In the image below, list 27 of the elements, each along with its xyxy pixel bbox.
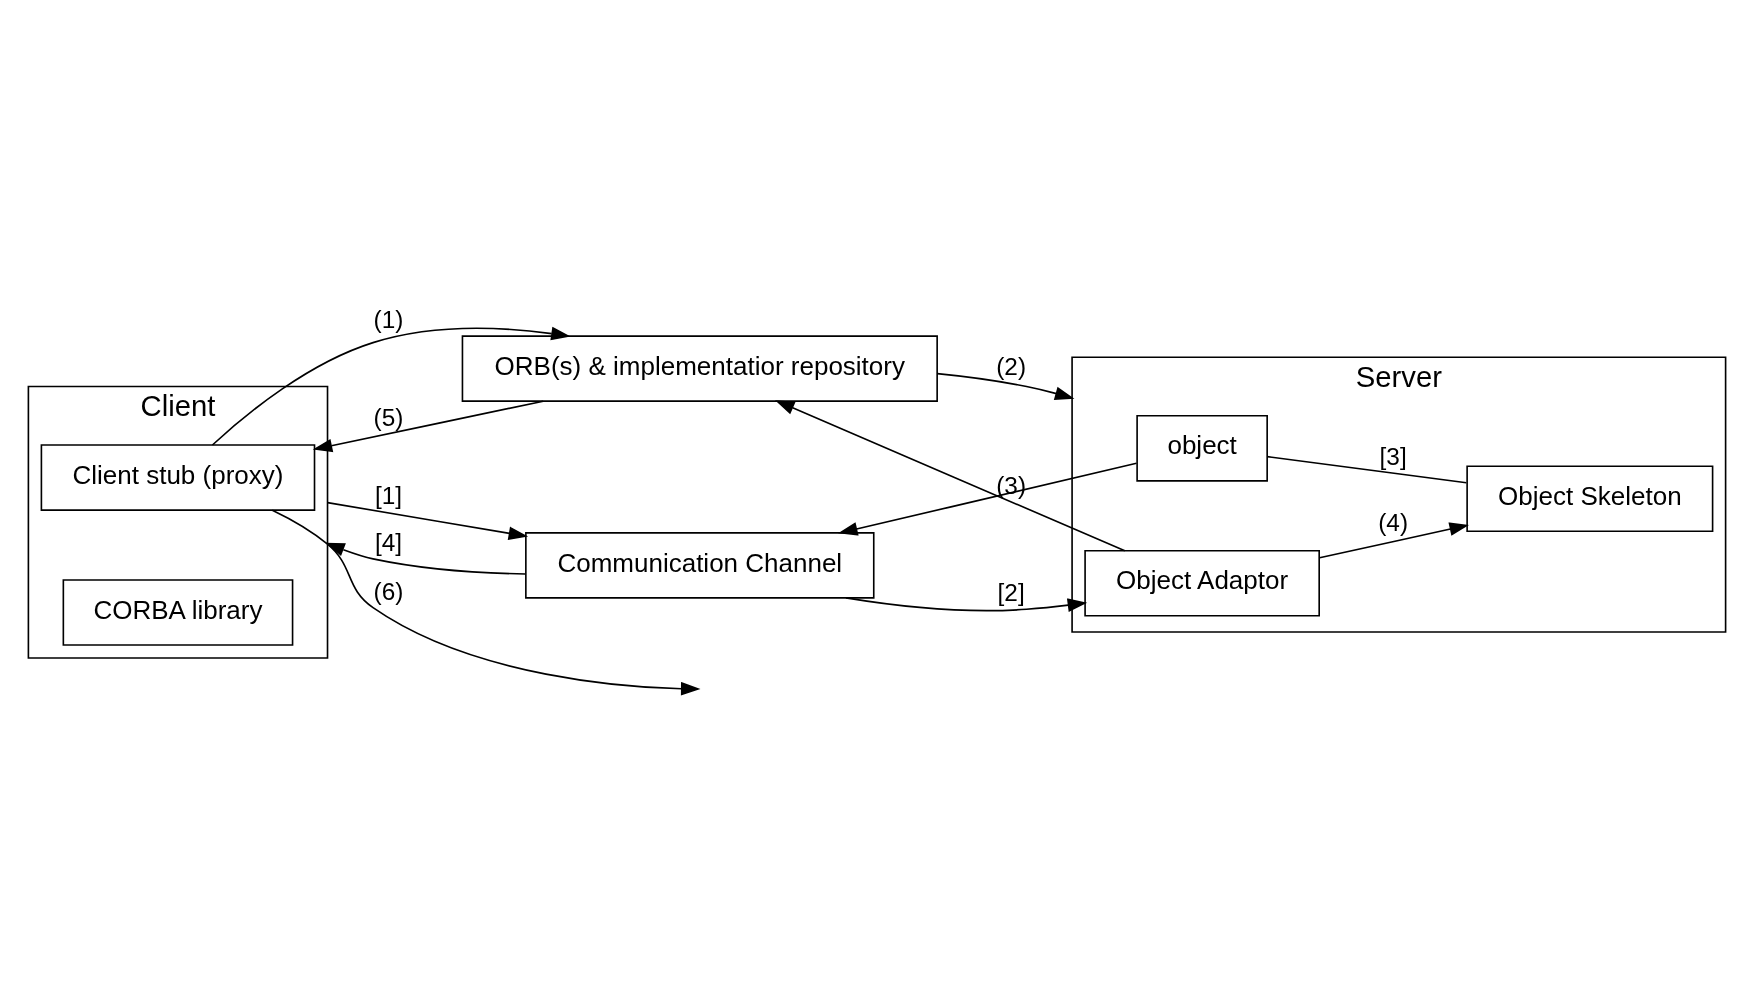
node-box: Communication Channel [525, 532, 875, 599]
arrow [936, 372, 1075, 400]
arrow [774, 400, 1126, 552]
node-box: Object Adaptor [1084, 549, 1320, 617]
arrow [211, 326, 571, 446]
edge-label: (4) [1378, 509, 1409, 537]
arrow [312, 400, 545, 453]
arrow [838, 462, 1138, 536]
edge-label: [3] [1379, 442, 1407, 470]
edge-label: [2] [997, 579, 1025, 607]
arrow [845, 597, 1088, 612]
arrow [326, 501, 529, 541]
edge-label: (2) [996, 353, 1027, 381]
edge-label: [4] [374, 528, 403, 556]
node-box: ORB(s) & implementatior repository [461, 335, 938, 402]
arrow [1318, 522, 1469, 559]
edge-label: (1) [373, 306, 404, 334]
arrow [325, 542, 527, 575]
node-box: object [1136, 415, 1268, 482]
edge-label: (6) [373, 577, 404, 605]
node-box: Object Skeleton [1466, 465, 1714, 533]
edge-label: [1] [374, 481, 403, 509]
edge-label: (5) [373, 403, 404, 431]
node-box: CORBA library [62, 579, 294, 646]
node-box: Client stub (proxy) [40, 444, 316, 511]
arrow [271, 509, 701, 696]
connector [1266, 455, 1468, 484]
